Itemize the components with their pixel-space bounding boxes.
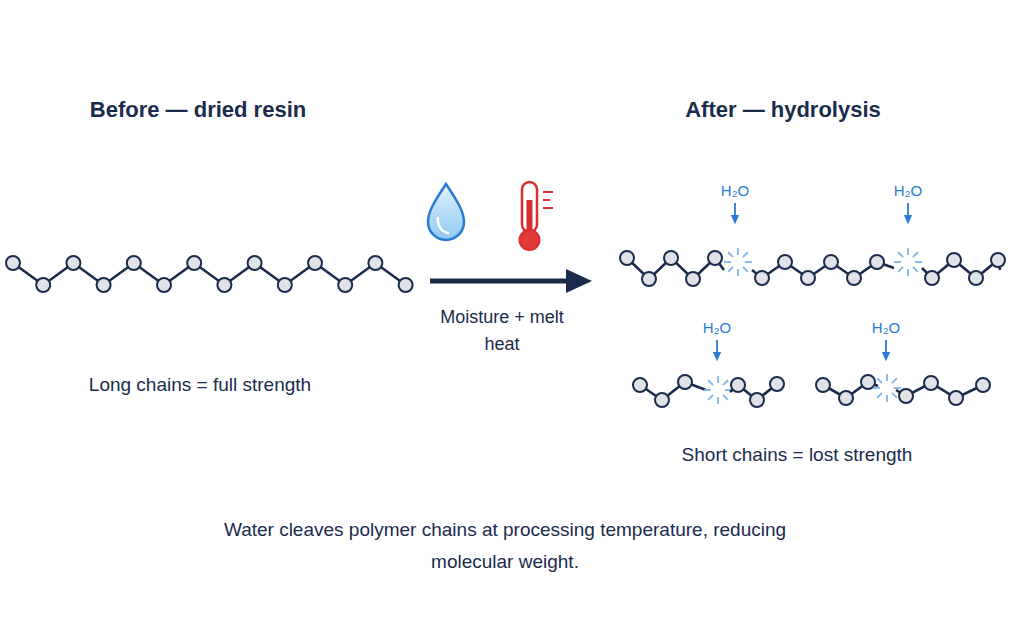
bond-break-burst	[723, 395, 728, 400]
bond-break-burst	[728, 267, 733, 272]
monomer-bead	[157, 278, 171, 292]
bond-break-burst	[877, 393, 882, 398]
bond-break-burst	[913, 267, 918, 272]
monomer-bead	[755, 271, 769, 285]
bond-break-burst	[886, 395, 888, 402]
panel-heading: After — hydrolysis	[685, 96, 881, 124]
bond-break-burst	[898, 252, 903, 257]
bond-break-burst	[717, 376, 719, 383]
bond-break-burst	[743, 267, 748, 272]
bond-break-burst	[728, 252, 733, 257]
bond-break-burst	[913, 252, 918, 257]
monomer-bead	[399, 278, 413, 292]
thermometer-ticks	[543, 192, 553, 208]
bond-break-burst	[873, 387, 880, 389]
monomer-bead	[731, 378, 745, 392]
monomer-bead	[991, 253, 1005, 267]
water-label: H₂O	[894, 181, 922, 200]
bond-break-burst	[894, 261, 901, 263]
monomer-bead	[708, 251, 722, 265]
state-note: Long chains = full strength	[89, 373, 311, 397]
monomer-bead	[187, 256, 201, 270]
bond-break-burst	[724, 261, 731, 263]
process-arrow-head	[566, 269, 592, 293]
bond-break-burst	[743, 252, 748, 257]
thermometer-bulb	[520, 230, 540, 250]
bond-break-burst	[898, 267, 903, 272]
monomer-bead	[66, 256, 80, 270]
monomer-bead	[750, 393, 764, 407]
bond-break-burst	[907, 269, 909, 276]
bond-break-burst	[717, 397, 719, 404]
bond-break-burst	[877, 378, 882, 383]
monomer-bead	[642, 272, 656, 286]
monomer-bead	[925, 271, 939, 285]
monomer-bead	[278, 278, 292, 292]
monomer-bead	[976, 378, 990, 392]
monomer-bead	[899, 389, 913, 403]
monomer-bead	[847, 271, 861, 285]
monomer-bead	[633, 378, 647, 392]
water-label: H₂O	[721, 181, 749, 200]
polymer-chains	[6, 248, 1005, 407]
polymer-backbone	[640, 382, 706, 400]
monomer-bead	[778, 255, 792, 269]
monomer-bead	[655, 393, 669, 407]
monomer-bead	[969, 271, 983, 285]
water-label: H₂O	[872, 318, 900, 337]
monomer-bead	[97, 278, 111, 292]
bond-break-burst	[886, 374, 888, 381]
monomer-bead	[217, 278, 231, 292]
bond-break-burst	[704, 389, 711, 391]
monomer-bead	[678, 375, 692, 389]
monomer-bead	[861, 375, 875, 389]
state-note: Short chains = lost strength	[682, 443, 913, 467]
monomer-bead	[664, 251, 678, 265]
monomer-bead	[770, 377, 784, 391]
monomer-bead	[308, 256, 322, 270]
bond-break-burst	[907, 248, 909, 255]
water-attack-arrows	[717, 203, 908, 357]
panel-heading: Before — dried resin	[90, 96, 306, 124]
water-label: H₂O	[703, 318, 731, 337]
monomer-bead	[338, 278, 352, 292]
monomer-bead	[127, 256, 141, 270]
monomer-bead	[949, 391, 963, 405]
bond-break-burst	[892, 393, 897, 398]
monomer-bead	[839, 391, 853, 405]
monomer-bead	[816, 378, 830, 392]
monomer-bead	[924, 376, 938, 390]
monomer-bead	[368, 256, 382, 270]
monomer-bead	[947, 253, 961, 267]
process-arrow-shaft	[430, 279, 570, 284]
monomer-bead	[620, 251, 634, 265]
monomer-bead	[686, 272, 700, 286]
bond-break-burst	[723, 380, 728, 385]
monomer-bead	[6, 256, 20, 270]
monomer-bead	[248, 256, 262, 270]
process-label: Moisture + melt heat	[437, 304, 567, 358]
bond-break-burst	[745, 261, 752, 263]
bond-break-burst	[892, 378, 897, 383]
bond-break-burst	[894, 387, 901, 389]
bond-break-burst	[737, 269, 739, 276]
monomer-bead	[824, 255, 838, 269]
drop-highlight	[438, 218, 448, 233]
water-drop-icon	[428, 184, 464, 240]
monomer-bead	[36, 278, 50, 292]
monomer-bead	[801, 271, 815, 285]
bond-break-burst	[708, 395, 713, 400]
bond-break-burst	[915, 261, 922, 263]
caption: Water cleaves polymer chains at processi…	[185, 514, 825, 578]
bond-break-burst	[708, 380, 713, 385]
bond-break-burst	[737, 248, 739, 255]
monomer-bead	[870, 255, 884, 269]
